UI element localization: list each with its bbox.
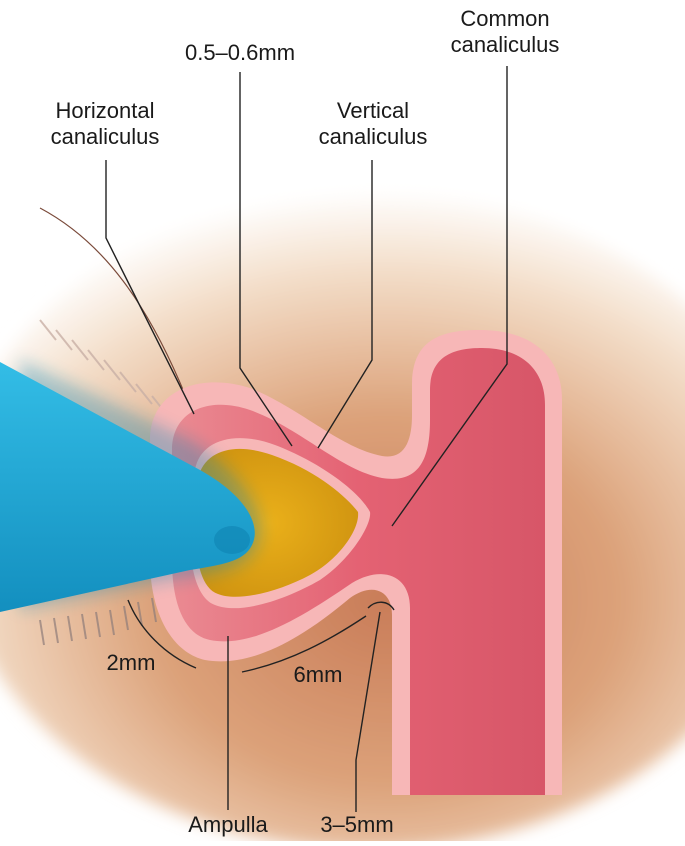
label-common-canaliculus: Common canaliculus (430, 6, 580, 58)
label-vertical-line2: canaliculus (298, 124, 448, 150)
label-horizontal-canaliculus: Horizontal canaliculus (30, 98, 180, 150)
label-horizontal-length: 6mm (278, 662, 358, 688)
label-vertical-line1: Vertical (298, 98, 448, 124)
label-diameter: 0.5–0.6mm (160, 40, 320, 66)
label-ampulla-width: 2mm (96, 650, 166, 676)
probe-tip-highlight (214, 526, 250, 554)
label-horizontal-line2: canaliculus (30, 124, 180, 150)
label-common-line2: canaliculus (430, 32, 580, 58)
label-common-line1: Common (430, 6, 580, 32)
label-vertical-canaliculus: Vertical canaliculus (298, 98, 448, 150)
label-ampulla: Ampulla (168, 812, 288, 838)
label-horizontal-line1: Horizontal (30, 98, 180, 124)
label-vertical-length: 3–5mm (302, 812, 412, 838)
